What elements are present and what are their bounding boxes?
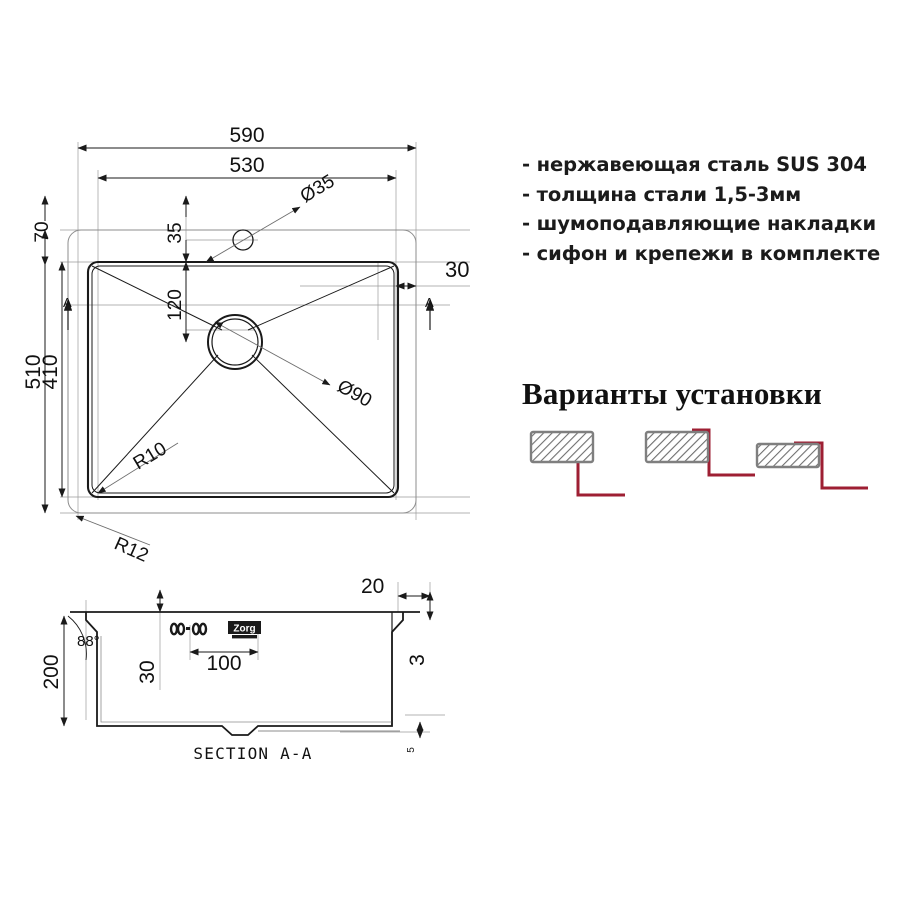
dim-100-text: 100 — [206, 652, 241, 675]
dim-r10-leader — [97, 442, 179, 494]
dim-70-text: 70 — [32, 221, 53, 242]
dim-3-text: 3 — [406, 654, 429, 666]
dim-faucet-dia-text: Ø35 — [297, 171, 339, 208]
dim-35-text: 35 — [165, 222, 186, 243]
variant-undermount-counter — [529, 430, 595, 464]
variant-topmount[interactable] — [755, 441, 868, 490]
installation-variants-graphics — [529, 428, 868, 497]
dim-5-text: 5 — [406, 747, 417, 753]
drain-hole-leader — [214, 321, 331, 386]
dim-200-text: 200 — [40, 654, 63, 689]
plan-construction-lines — [60, 142, 470, 520]
section-view-labels: 200 88° 30 100 20 3 5 SECTION A-A — [40, 575, 429, 763]
installation-variants-title: Варианты установки — [522, 376, 822, 411]
brand-logo-text: Zorg — [233, 624, 255, 635]
plan-view — [41, 142, 470, 546]
variant-flush[interactable] — [644, 428, 755, 477]
dim-r12-text: R12 — [111, 533, 151, 566]
section-mark-glyph — [169, 622, 208, 636]
section-label-left: A — [63, 295, 72, 310]
variant-undermount[interactable] — [529, 430, 625, 497]
sink-outer-flange — [67, 229, 417, 514]
section-label-right: A — [425, 295, 434, 310]
dim-530-text: 530 — [229, 154, 264, 177]
dim-r12-leader — [75, 515, 151, 546]
dim-30-text: 30 — [445, 257, 469, 282]
dim-120-text: 120 — [165, 289, 186, 321]
dim-590-text: 590 — [229, 124, 264, 147]
plan-view-labels: 590 530 510 410 70 35 120 30 Ø35 Ø90 R10… — [22, 124, 469, 567]
section-inner-offset — [100, 636, 392, 723]
section-view: Zorg — [60, 582, 445, 739]
spec-list: - нержавеющая сталь SUS 304 - толщина ст… — [522, 150, 882, 269]
section-body-outline — [85, 612, 404, 736]
dim-88-text: 88° — [77, 633, 100, 650]
dim-drain-dia-text: Ø90 — [334, 376, 376, 412]
dim-30-section-text: 30 — [136, 660, 159, 683]
faucet-hole-leader — [205, 206, 301, 263]
dim-510-text: 510 — [22, 354, 45, 389]
sink-bowl-inner-outline — [91, 265, 395, 494]
spec-item-soundpads: - шумоподавляющие накладки — [522, 212, 877, 236]
section-title: SECTION A-A — [193, 744, 312, 763]
spec-item-material: - нержавеющая сталь SUS 304 — [522, 153, 867, 176]
brand-logo: Zorg — [228, 621, 261, 639]
spec-item-siphon: - сифон и крепежи в комплекте — [522, 241, 881, 265]
variant-flush-counter — [644, 430, 710, 464]
angle-arc-88 — [67, 615, 87, 661]
variant-topmount-counter — [755, 442, 821, 469]
dim-410-text: 410 — [39, 354, 62, 389]
spec-item-thickness: - толщина стали 1,5-3мм — [522, 182, 802, 206]
dim-20-text: 20 — [361, 575, 384, 598]
